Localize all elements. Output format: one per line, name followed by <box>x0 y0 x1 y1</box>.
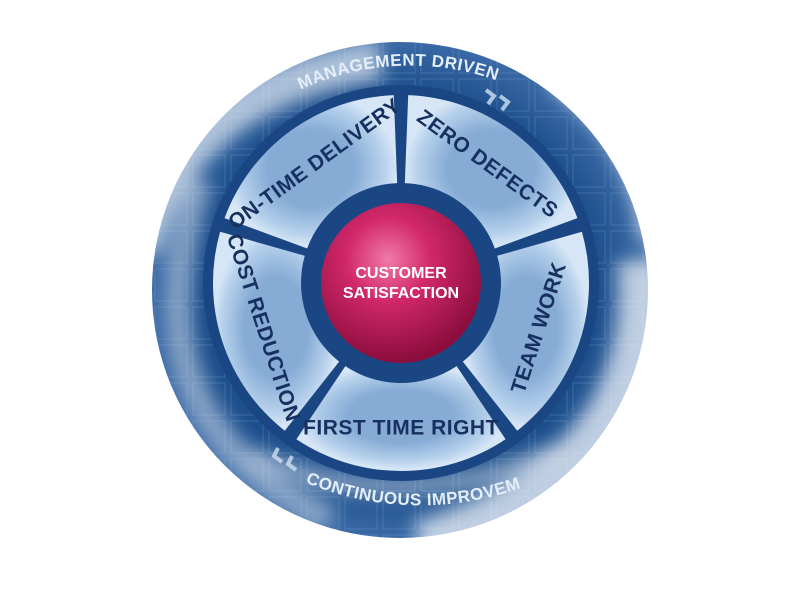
segment-first-time-right <box>296 366 506 472</box>
arrow-chevrons-top <box>484 88 511 112</box>
segment-label: FIRST TIME RIGHT <box>303 417 499 440</box>
segment-team-work <box>462 231 589 431</box>
core-label-line1: CUSTOMER <box>355 265 447 282</box>
core-label-line2: SATISFACTION <box>343 285 459 302</box>
segment-ring <box>213 95 589 472</box>
core-circle: CUSTOMER SATISFACTION <box>305 187 497 379</box>
segment-zero-defects <box>404 95 578 249</box>
swirl-highlights <box>120 40 680 567</box>
segment-cost-reduction <box>213 231 340 431</box>
arrow-chevrons-bottom <box>271 447 298 472</box>
segment-on-time-delivery <box>224 95 398 249</box>
